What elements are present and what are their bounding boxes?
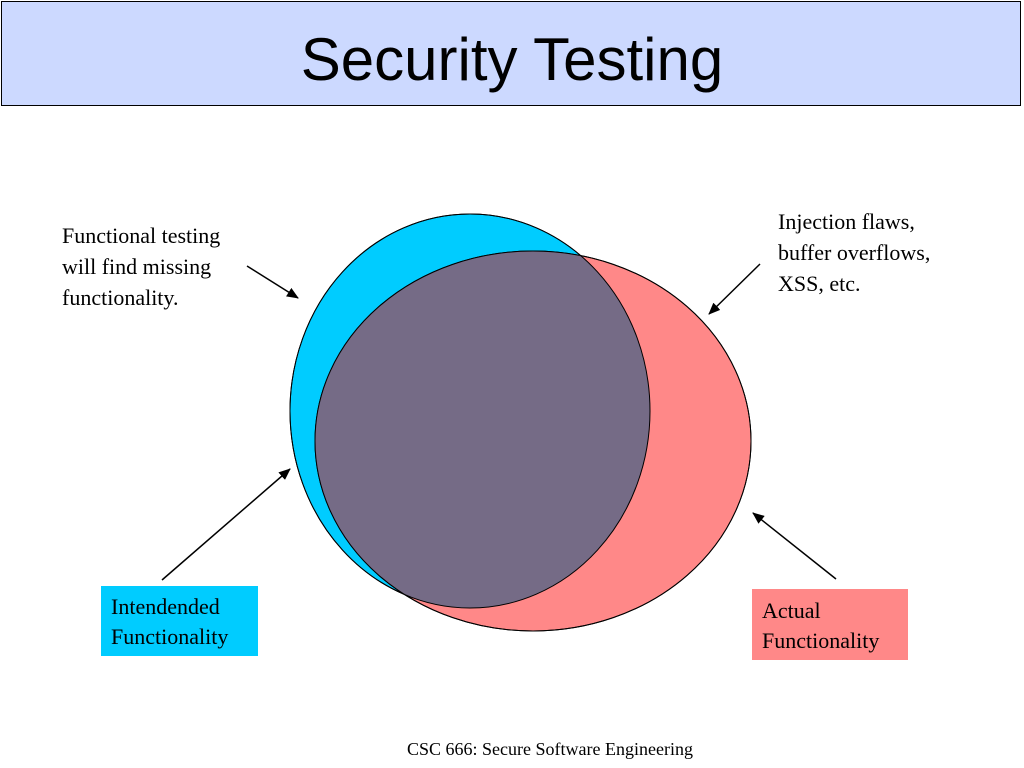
note-functional-testing: Functional testing will find missing fun… <box>62 220 220 313</box>
label-line: Functionality <box>762 628 880 653</box>
label-line: Functionality <box>111 624 229 649</box>
slide-title: Security Testing <box>300 26 724 93</box>
note-line: buffer overflows, <box>778 240 931 265</box>
title-bar: Security Testing <box>1 1 1021 106</box>
arrow-intended-functionality <box>161 468 291 581</box>
note-line: will find missing <box>62 254 212 279</box>
label-line: Intendended <box>111 594 220 619</box>
arrow-functional-testing <box>246 265 299 299</box>
note-line: Functional testing <box>62 223 221 248</box>
note-line: Injection flaws, <box>778 209 915 234</box>
note-injection-flaws: Injection flaws, buffer overflows, XSS, … <box>778 206 930 299</box>
arrow-injection-flaws <box>708 263 761 315</box>
label-line: Actual <box>762 598 821 623</box>
note-line: functionality. <box>62 285 179 310</box>
slide-footer: CSC 666: Secure Software Engineering <box>407 739 693 759</box>
intended-circle-outline <box>289 213 651 609</box>
arrow-actual-functionality <box>752 512 837 580</box>
actual-circle-outline <box>314 250 752 632</box>
note-line: XSS, etc. <box>778 271 861 296</box>
intended-functionality-label: Intendended Functionality <box>101 586 258 656</box>
actual-functionality-label: Actual Functionality <box>752 589 908 660</box>
